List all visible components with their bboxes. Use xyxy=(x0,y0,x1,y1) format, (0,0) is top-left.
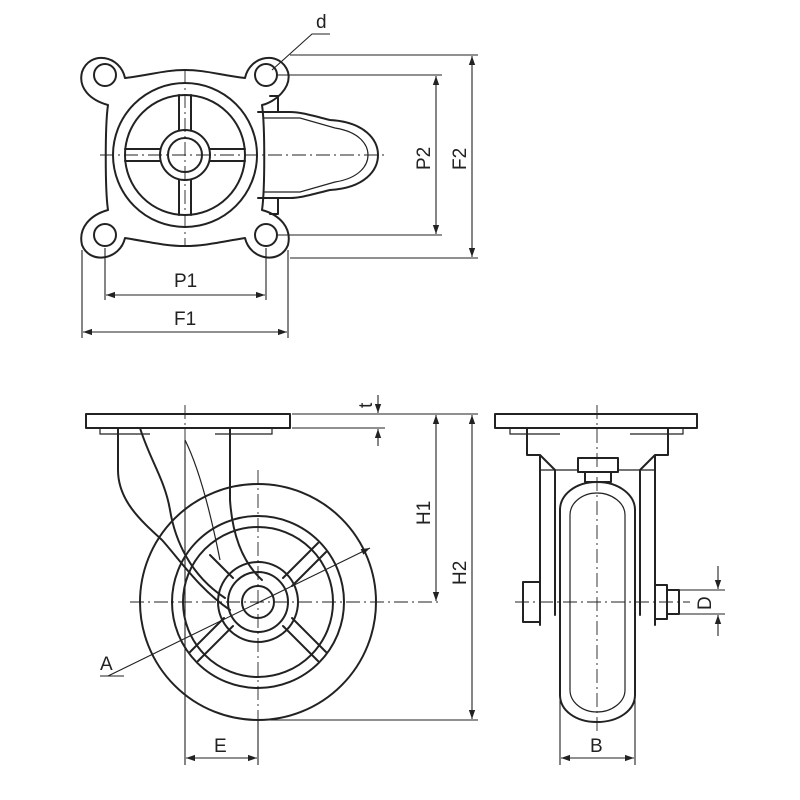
side-fork-outer xyxy=(117,427,231,611)
fork-top-tabs xyxy=(269,95,279,215)
label-p2: P2 xyxy=(414,147,435,170)
f1-extension-lines xyxy=(81,250,289,338)
bolt-hole-bottom-right xyxy=(254,223,278,247)
d-axle-extension-lines xyxy=(672,589,725,615)
bolt-hole-bottom-left xyxy=(93,223,117,247)
rib-horizontal xyxy=(124,148,246,162)
label-t: t xyxy=(356,402,377,408)
side-fork-curve xyxy=(184,439,221,561)
f2-extension-lines xyxy=(290,54,478,259)
label-h2: H2 xyxy=(450,561,471,585)
p2-extension-lines xyxy=(277,74,442,236)
front-wheel-tread xyxy=(569,492,626,713)
e-extension-lines xyxy=(184,440,259,765)
b-extension-lines xyxy=(559,700,636,765)
label-h1: H1 xyxy=(414,501,435,525)
front-swivel-stem xyxy=(584,471,612,483)
bolt-hole-top-right xyxy=(254,63,278,87)
mounting-plate-outline xyxy=(80,56,290,259)
front-swivel-nut xyxy=(577,457,619,473)
label-p1: P1 xyxy=(174,271,197,292)
rib-vertical xyxy=(178,94,192,216)
p1-extension-lines xyxy=(104,248,267,300)
label-a: A xyxy=(100,654,113,675)
front-plate-slots xyxy=(509,428,684,435)
a-diameter-line xyxy=(107,547,371,677)
side-fork-front xyxy=(229,427,263,581)
label-f2: F2 xyxy=(450,148,471,170)
label-f1: F1 xyxy=(174,309,196,330)
label-d-axle: D xyxy=(695,596,716,610)
top-view: d P1 F1 P2 F2 xyxy=(80,12,478,338)
front-view: D B xyxy=(494,405,725,765)
label-e: E xyxy=(214,736,227,757)
side-view: t H1 H2 A E xyxy=(85,395,478,765)
label-d: d xyxy=(316,12,327,33)
front-top-plate xyxy=(494,413,698,429)
d-leader-line xyxy=(271,33,330,71)
t-extension-lines xyxy=(292,413,385,429)
side-top-plate xyxy=(85,413,291,429)
side-plate-slots xyxy=(99,428,273,435)
label-b: B xyxy=(590,736,603,757)
side-fork-arm xyxy=(139,427,226,599)
side-wheel-spokes xyxy=(189,542,327,662)
front-wheel-tire xyxy=(559,481,636,723)
bolt-hole-top-left xyxy=(93,63,117,87)
